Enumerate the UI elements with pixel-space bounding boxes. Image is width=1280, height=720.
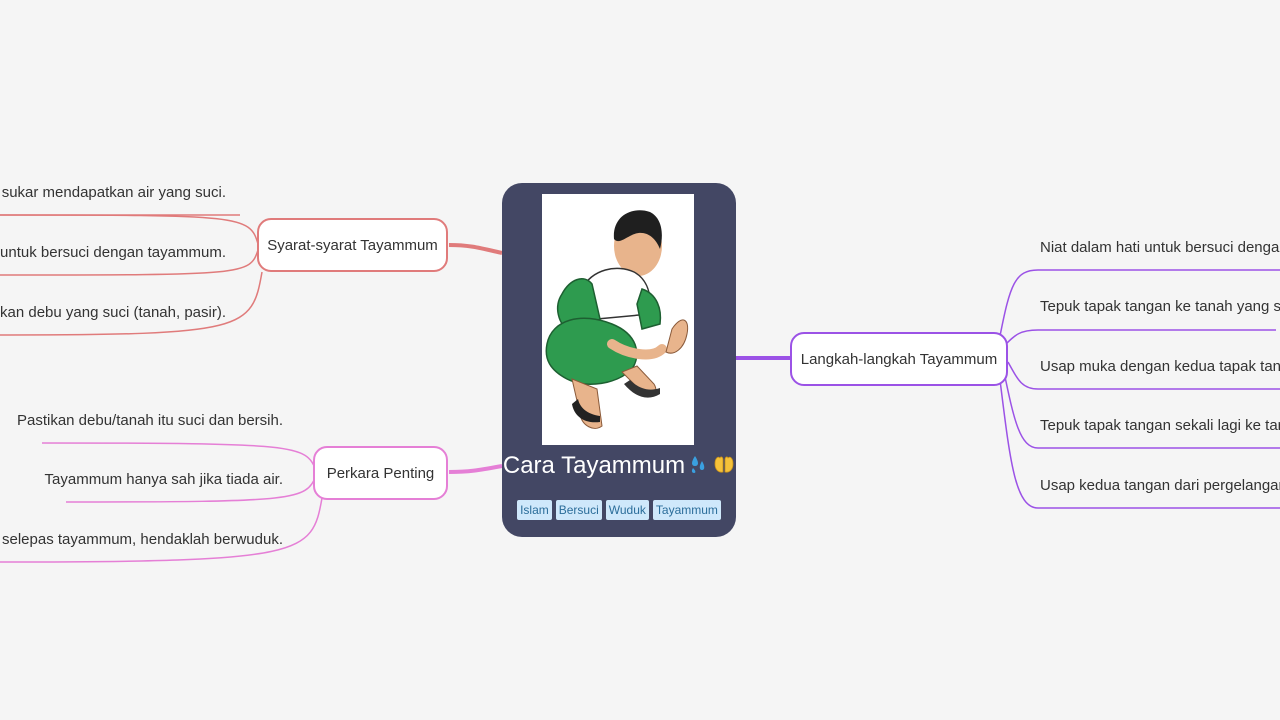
tag-islam[interactable]: Islam (517, 500, 552, 520)
central-title-text: Cara Tayammum (502, 452, 686, 479)
raised-hands-icon (713, 452, 735, 482)
topic-syarat-syarat-tayammum[interactable]: Syarat-syarat Tayammum (257, 218, 448, 272)
leaf-syarat-1[interactable]: atau sukar mendapatkan air yang suci. (0, 184, 226, 201)
leaf-perkara-2[interactable]: Tayammum hanya sah jika tiada air. (44, 471, 283, 488)
leaf-syarat-2[interactable]: niat untuk bersuci dengan tayammum. (0, 244, 226, 261)
tayammum-illustration (542, 194, 694, 445)
link-perkara-2 (65, 475, 317, 503)
link-langkah-2 (1004, 329, 1276, 346)
tag-tayammum[interactable]: Tayammum (652, 500, 721, 520)
leaf-langkah-2[interactable]: Tepuk tapak tangan ke tanah yang suci. (1040, 298, 1280, 315)
tag-bersuci[interactable]: Bersuci (555, 500, 602, 520)
leaf-langkah-3[interactable]: Usap muka dengan kedua tapak tangan d (1040, 358, 1280, 375)
link-central-syarat (448, 243, 503, 255)
link-syarat-3 (0, 271, 263, 336)
link-langkah-1 (999, 269, 1280, 337)
leaf-langkah-1[interactable]: Niat dalam hati untuk bersuci dengan tay (1040, 239, 1280, 256)
link-syarat-1 (0, 214, 259, 245)
central-title: Cara Tayammum (502, 451, 736, 482)
leaf-perkara-1[interactable]: Pastikan debu/tanah itu suci dan bersih. (16, 412, 283, 429)
tag-wuduk[interactable]: Wuduk (605, 500, 649, 520)
leaf-langkah-5[interactable]: Usap kedua tangan dari pergelangan tan (1040, 477, 1280, 494)
leaf-syarat-3[interactable]: gunakan debu yang suci (tanah, pasir). (0, 304, 226, 321)
link-langkah-4 (1003, 371, 1280, 449)
sweat-droplets-icon (689, 452, 709, 482)
link-perkara-3 (0, 497, 323, 563)
boy-tayammum-drawing (545, 210, 689, 429)
link-syarat-2 (0, 249, 259, 276)
link-langkah-5 (999, 379, 1280, 509)
leaf-langkah-4[interactable]: Tepuk tapak tangan sekali lagi ke tanah … (1040, 417, 1280, 434)
link-perkara-1 (41, 442, 317, 471)
link-langkah-3 (1007, 361, 1280, 390)
tag-list: Islam Bersuci Wuduk Tayammum (502, 500, 736, 520)
topic-perkara-penting[interactable]: Perkara Penting (313, 446, 448, 500)
link-central-perkara (448, 464, 503, 474)
central-topic[interactable]: Cara Tayammum Islam Bersuci Wuduk Tayamm… (502, 183, 736, 537)
topic-langkah-langkah-tayammum[interactable]: Langkah-langkah Tayammum (790, 332, 1008, 386)
leaf-perkara-3[interactable]: at air selepas tayammum, hendaklah berwu… (0, 531, 283, 548)
